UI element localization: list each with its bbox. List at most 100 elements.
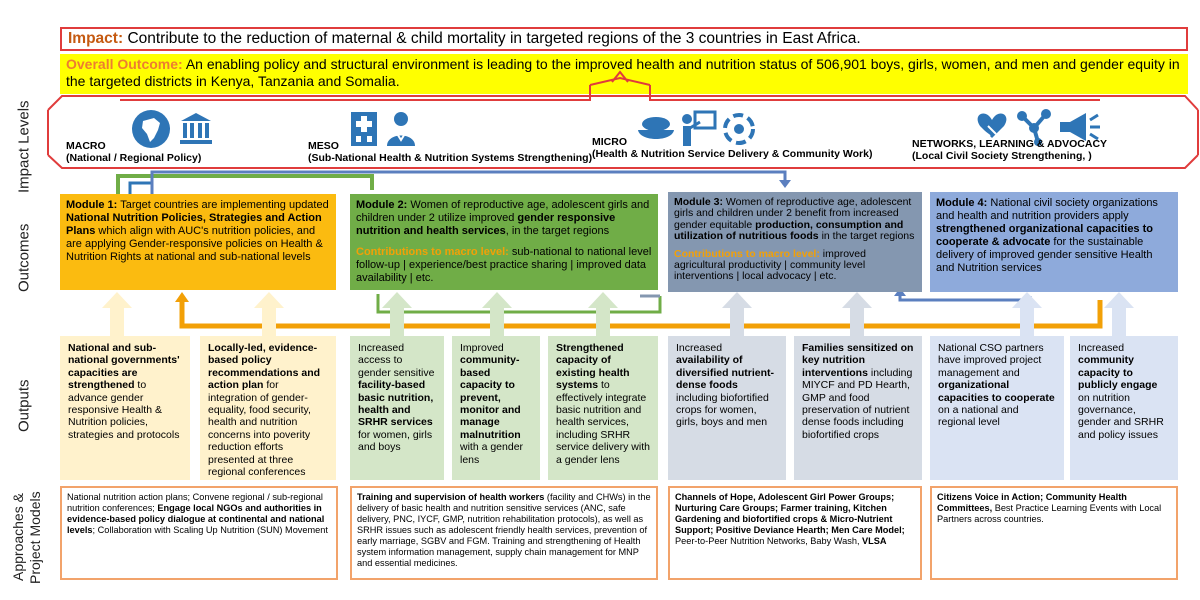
module-1-box: Module 1: Target countries are implement… <box>60 194 336 290</box>
output-text: including MIYCF and PD Hearth, GMP and f… <box>802 366 913 441</box>
module-2-box: Module 2: Women of reproductive age, ado… <box>350 194 658 290</box>
module-text-end: in the target regions <box>818 230 915 243</box>
approach-text: ; Collaboration with Scaling Up Nutritio… <box>92 525 328 535</box>
impact-label: Impact: <box>68 30 124 47</box>
approach-highlight: Citizens Voice in Action; Community Heal… <box>937 492 1127 513</box>
government-building-icon <box>180 113 212 144</box>
output-arrows <box>102 292 1134 336</box>
megaphone-icon <box>1060 113 1100 141</box>
approach-macro: National nutrition action plans; Convene… <box>60 486 338 580</box>
contrib-label: Contributions to macro level: <box>674 247 820 260</box>
hospital-icon <box>351 112 377 146</box>
output-1: National and sub-national governments' c… <box>60 336 190 480</box>
output-text-start: Improved <box>460 342 504 354</box>
overall-outcome-label: Overall Outcome: <box>66 56 183 72</box>
output-8: National CSO partners have improved proj… <box>930 336 1064 480</box>
output-2: Locally-led, evidence-based policy recom… <box>200 336 336 480</box>
row-label-outputs: Outputs <box>15 379 33 433</box>
doctor-icon <box>387 112 415 146</box>
level-title: MESO <box>308 140 339 152</box>
cycle-icon <box>723 113 755 145</box>
level-macro: MACRO (National / Regional Policy) <box>66 140 266 164</box>
module-label: Module 2: <box>356 199 408 211</box>
module-connector-arrows <box>116 170 1117 329</box>
level-micro: MICRO (Health & Nutrition Service Delive… <box>592 136 892 160</box>
level-title: NETWORKS, LEARNING & ADVOCACY <box>912 138 1108 150</box>
approach-text-start: National nutrition action plans; Convene… <box>67 492 323 513</box>
output-text: with a gender lens <box>460 441 524 466</box>
module-highlight: production, consumption and utilization … <box>674 218 904 243</box>
output-5: Strengthened capacity of existing health… <box>548 336 658 480</box>
level-title: MICRO <box>592 136 627 148</box>
output-7: Families sensitized on key nutrition int… <box>794 336 922 480</box>
impact-statement: Impact: Contribute to the reduction of m… <box>60 27 1188 51</box>
output-text: to effectively integrate basic nutrition… <box>556 379 650 466</box>
level-subtitle: (Health & Nutrition Service Delivery & C… <box>592 148 873 160</box>
approach-meso: Training and supervision of health worke… <box>350 486 658 580</box>
approach-highlight: Channels of Hope, Adolescent Girl Power … <box>675 492 905 535</box>
contrib-text: improved agricultural productivity | com… <box>674 247 866 283</box>
contrib-text: sub-national to national level follow-up… <box>356 246 652 284</box>
output-highlight: organizational capacities to cooperate <box>938 379 1055 404</box>
output-4: Improved community-based capacity to pre… <box>452 336 540 480</box>
output-3: Increased access to gender sensitive fac… <box>350 336 444 480</box>
contrib-label: Contributions to macro level: <box>356 246 509 258</box>
impact-level-frame <box>47 70 1199 169</box>
module-text: National civil society organizations and… <box>936 197 1158 222</box>
level-networks: NETWORKS, LEARNING & ADVOCACY (Local Civ… <box>912 138 1172 162</box>
output-text: for women, girls and boys <box>358 428 433 454</box>
module-text-end: for the sustainable delivery of improved… <box>936 236 1153 274</box>
output-text-start: National CSO partners have improved proj… <box>938 342 1044 379</box>
approach-micro: Channels of Hope, Adolescent Girl Power … <box>668 486 922 580</box>
output-text-start: Increased <box>676 342 723 354</box>
approach-highlight-end: VLSA <box>862 536 887 546</box>
network-icon <box>1017 109 1051 146</box>
approach-networks: Citizens Voice in Action; Community Heal… <box>930 486 1178 580</box>
africa-map-icon <box>132 110 170 148</box>
module-label: Module 3: <box>674 196 723 208</box>
overall-outcome: Overall Outcome: An enabling policy and … <box>60 54 1188 94</box>
module-4-box: Module 4: National civil society organiz… <box>930 192 1178 292</box>
output-text: including biofortified crops for women, … <box>676 391 769 429</box>
output-text-start: Increased <box>1078 342 1125 354</box>
approach-text: Peer-to-Peer Nutrition Networks, Baby Wa… <box>675 536 863 546</box>
impact-text: Contribute to the reduction of maternal … <box>127 30 861 47</box>
module-text: Target countries are implementing update… <box>120 199 329 211</box>
level-subtitle: (Sub-National Health & Nutrition Systems… <box>308 152 593 164</box>
approach-text: Best Practice Learning Events with Local… <box>937 503 1162 524</box>
module-text: Women of reproductive age, adolescent gi… <box>356 199 650 224</box>
presenter-icon <box>682 110 717 146</box>
module-highlight: gender responsive nutrition and health s… <box>356 212 616 237</box>
output-text: on nutrition governance, gender and SRHR… <box>1078 391 1164 441</box>
module-text-end: which align with AUC's nutrition policie… <box>66 225 323 263</box>
module-text: Women of reproductive age, adolescent gi… <box>674 196 912 231</box>
output-highlight: facility-based basic nutrition, health a… <box>358 379 434 429</box>
output-highlight: Strengthened capacity of existing health… <box>556 342 630 392</box>
level-subtitle: (National / Regional Policy) <box>66 152 202 164</box>
level-title: MACRO <box>66 140 106 152</box>
output-highlight: Locally-led, evidence-based policy recom… <box>208 342 321 392</box>
output-highlight: availability of diversified nutrient-den… <box>676 354 775 392</box>
module-label: Module 4: <box>936 197 988 209</box>
module-text-end: , in the target regions <box>505 225 610 237</box>
handshake-heart-icon <box>977 113 1007 138</box>
approach-highlight: Training and supervision of health worke… <box>357 492 545 502</box>
module-highlight: National Nutrition Policies, Strategies … <box>66 212 322 237</box>
output-text: for integration of gender-equality, food… <box>208 379 311 479</box>
food-bowl-icon <box>638 117 674 139</box>
module-label: Module 1: <box>66 199 118 211</box>
row-label-approaches: Approaches & Project Models <box>10 491 43 584</box>
level-meso: MESO (Sub-National Health & Nutrition Sy… <box>308 140 598 164</box>
output-text: on a national and regional level <box>938 404 1019 429</box>
approach-text: (facility and CHWs) in the delivery of b… <box>357 492 651 568</box>
output-highlight: community capacity to publicly engage <box>1078 354 1158 392</box>
module-3-box: Module 3: Women of reproductive age, ado… <box>668 192 922 292</box>
module-highlight: strengthened organizational capacities t… <box>936 223 1153 248</box>
output-highlight: community-based capacity to prevent, mon… <box>460 354 521 441</box>
overall-outcome-text: An enabling policy and structural enviro… <box>66 56 1180 89</box>
output-text-start: Increased access to gender sensitive <box>358 342 435 379</box>
approach-highlight: Engage local NGOs and authorities in evi… <box>67 503 325 535</box>
output-highlight: Families sensitized on key nutrition int… <box>802 342 914 379</box>
output-highlight: National and sub-national governments' c… <box>68 342 180 392</box>
output-text: to advance gender responsive Health & Nu… <box>68 379 180 441</box>
